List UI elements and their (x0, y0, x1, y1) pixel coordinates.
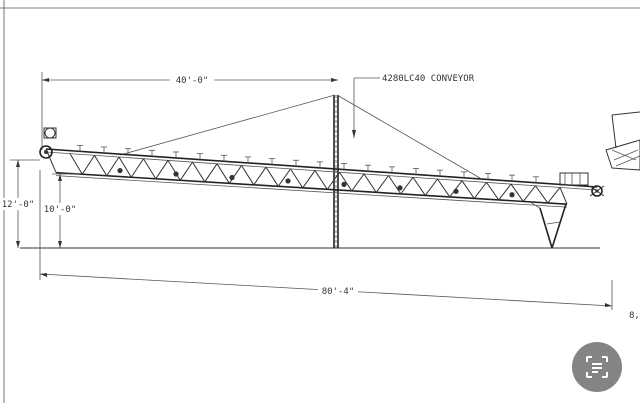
truss-web (314, 170, 328, 190)
return-roller (117, 167, 123, 174)
truss-web (375, 175, 389, 193)
truss-web (339, 171, 353, 192)
return-roller (285, 178, 291, 184)
truss-web (204, 163, 218, 183)
guy-cables (119, 94, 481, 179)
truss-web (106, 156, 120, 177)
truss-end-tie (559, 187, 568, 205)
conveyor-truss (45, 144, 598, 208)
truss-web (400, 177, 414, 195)
truss-web (277, 168, 291, 187)
truss-web (118, 156, 132, 178)
truss-web (522, 185, 536, 202)
truss-web (265, 166, 279, 187)
drive-assembly (559, 172, 589, 186)
truss-web (216, 163, 230, 184)
truss-web (130, 158, 144, 178)
head-pulley (589, 185, 605, 197)
truss-web (241, 165, 255, 186)
truss-web (437, 178, 451, 198)
top-span-label: 40'-0" (176, 76, 209, 86)
truss-web (228, 165, 242, 184)
truss-web (510, 183, 524, 202)
support-mast (333, 95, 339, 248)
truss-web (179, 161, 193, 181)
overall-length-label: 80'-4" (322, 287, 355, 297)
truss-web (388, 175, 402, 195)
truss-web (412, 177, 426, 196)
left-height-label: 12'-0" (2, 200, 35, 210)
feed-hopper (605, 111, 640, 171)
truss-web (486, 182, 500, 201)
truss-web (69, 153, 83, 175)
truss-web (81, 155, 95, 175)
truss-web (473, 182, 487, 199)
truss-web (547, 187, 561, 204)
truss-web (167, 160, 181, 181)
tail-pulley (39, 127, 57, 159)
truss-web (424, 178, 438, 196)
truss-web (94, 155, 108, 177)
inner-height-label: 10'-0" (44, 205, 77, 215)
truss-web (461, 180, 475, 199)
truss-web (192, 161, 206, 183)
text-scan-icon (586, 356, 608, 378)
truss-web (290, 168, 304, 189)
right-support-frame (529, 201, 567, 249)
truss-web (363, 173, 377, 193)
return-roller (453, 188, 459, 194)
top-chord (45, 148, 598, 188)
truss-web (143, 158, 157, 180)
return-roller (509, 192, 515, 198)
inner-height-dimension: 10'-0" (42, 173, 80, 248)
truss-web (155, 160, 169, 180)
bottom-chord (55, 171, 568, 205)
truss-web (351, 173, 365, 192)
truss-web (498, 183, 512, 201)
truss-web (535, 185, 549, 204)
bottom-chord-inner (55, 175, 568, 208)
return-roller (173, 171, 179, 177)
conveyor-callout: 4280LC40 CONVEYOR (352, 74, 475, 138)
belt-line (45, 151, 598, 191)
return-roller (341, 181, 347, 187)
return-roller (397, 185, 403, 191)
edge-fragment-label: 8,4 (629, 311, 640, 321)
top-span-dimension: 40'-0" (41, 72, 338, 150)
text-scan-button[interactable] (572, 342, 622, 392)
conveyor-callout-label: 4280LC40 CONVEYOR (382, 74, 475, 84)
truss-web (253, 166, 267, 186)
truss-web (302, 170, 316, 189)
truss-web (326, 171, 340, 190)
return-roller (229, 174, 235, 181)
left-height-dimension: 12'-0" (0, 159, 40, 248)
overall-length-dimension: 80'-4" (39, 170, 613, 310)
